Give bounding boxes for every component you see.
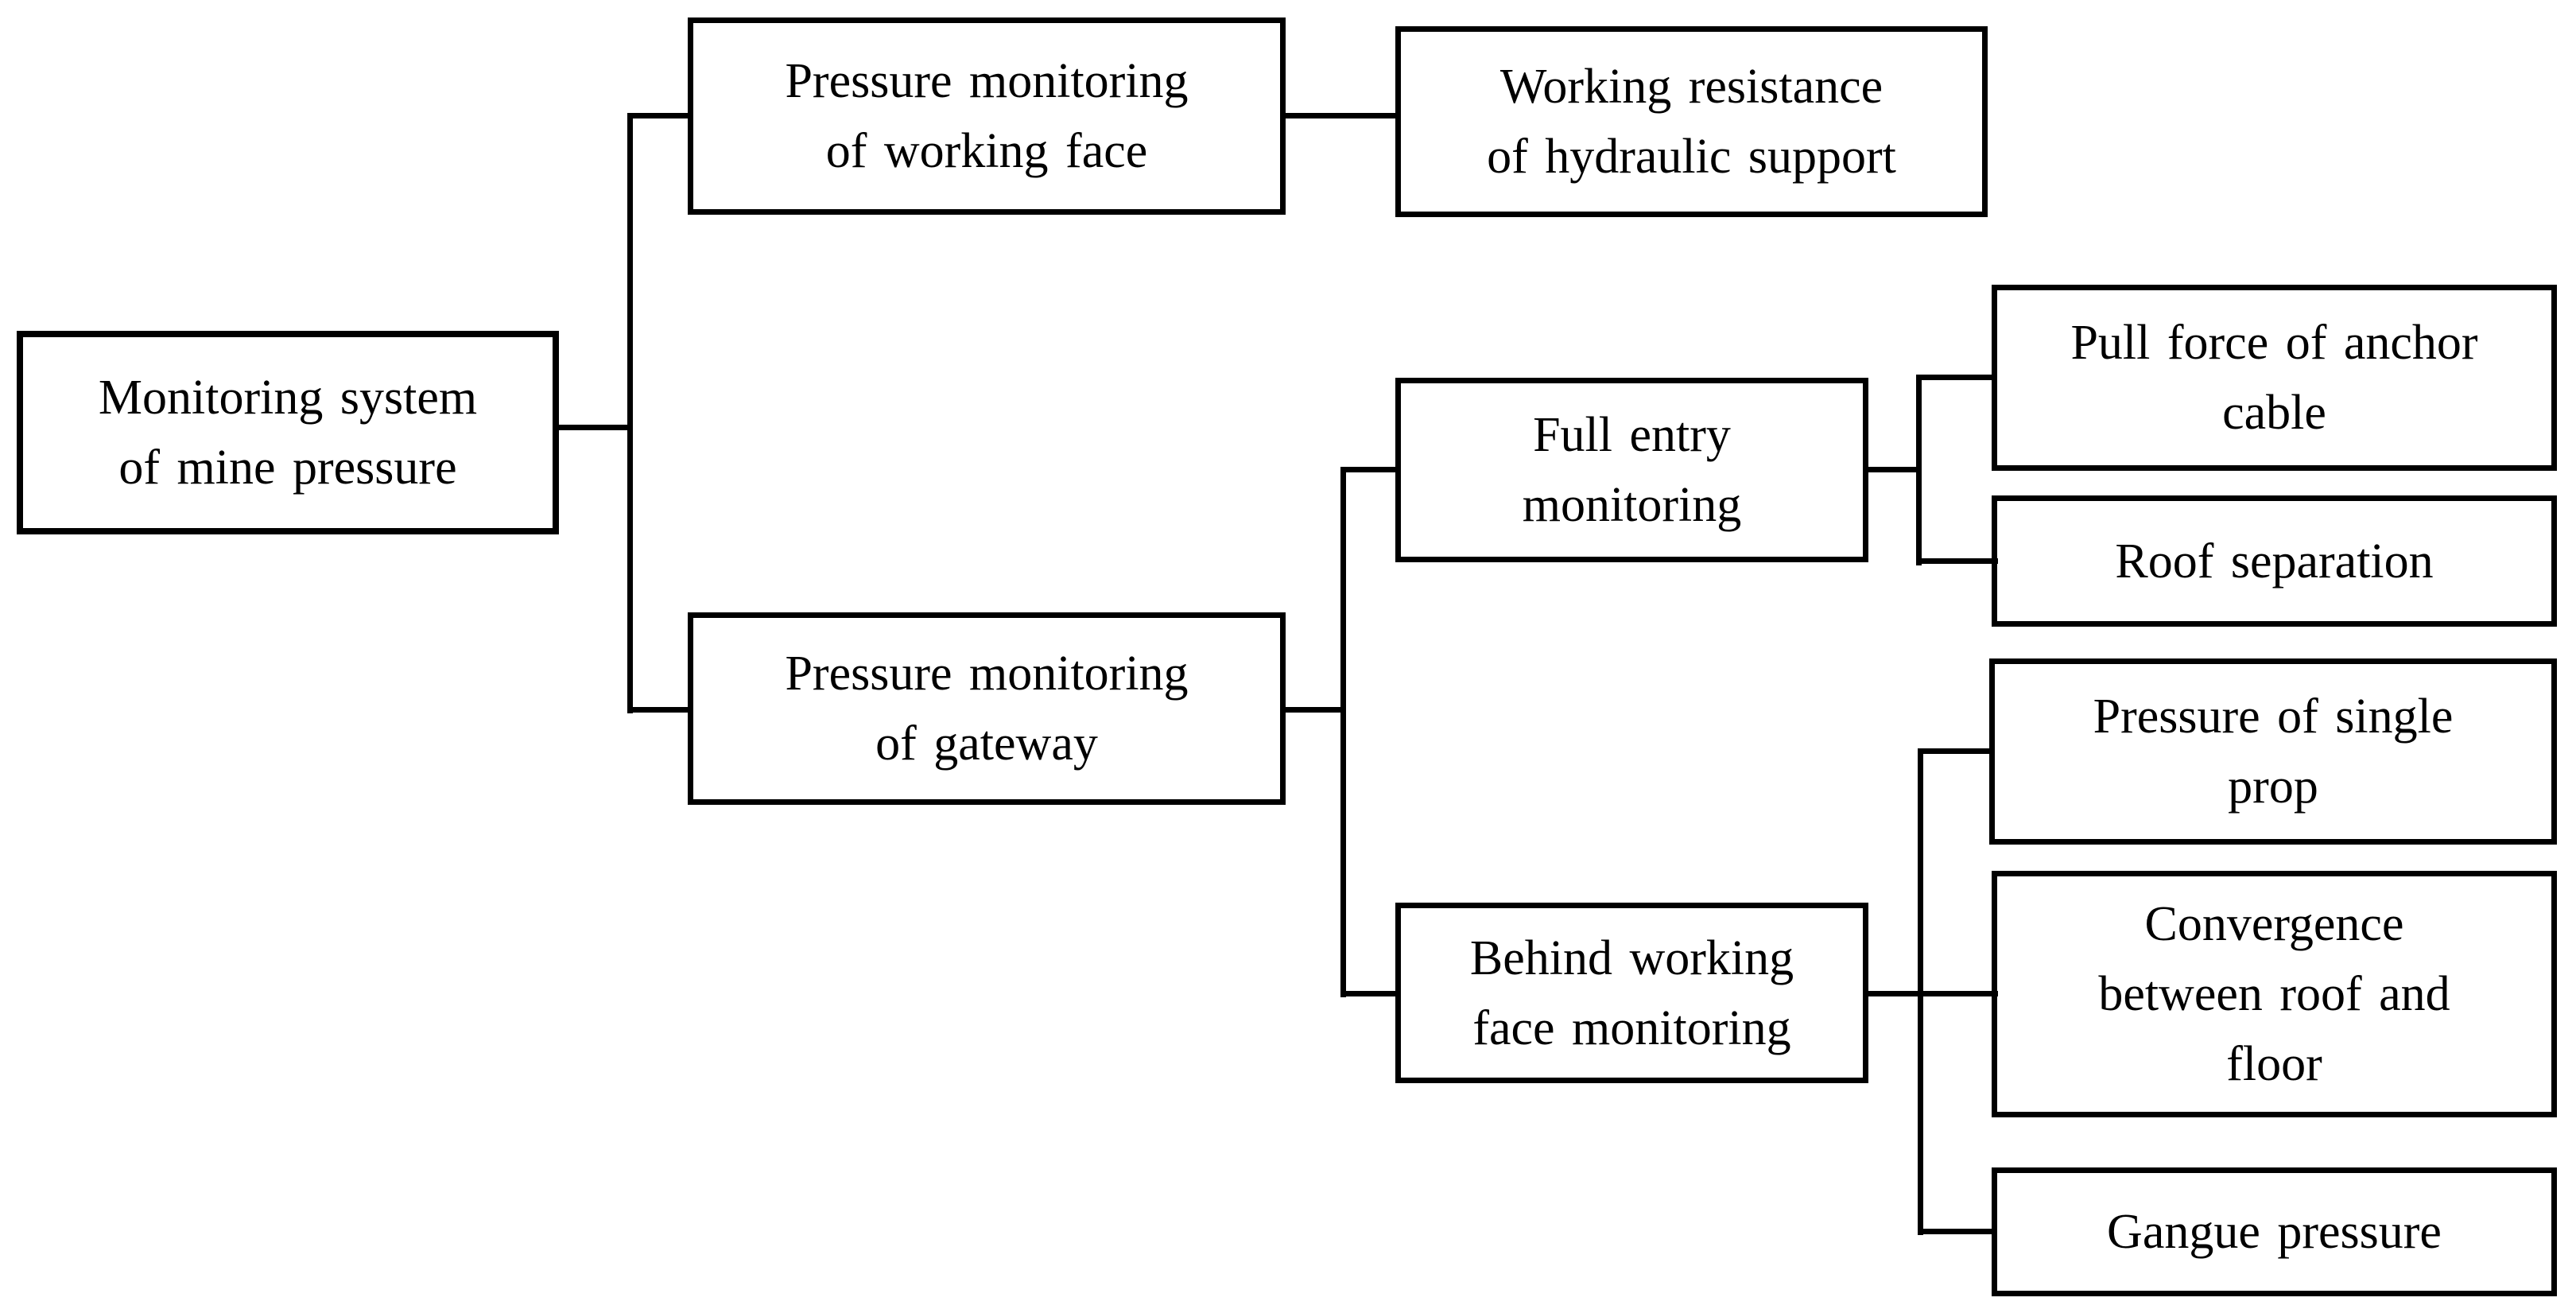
node-label: Pressure of single prop — [2093, 690, 2454, 814]
connector-full-entry-to-trunk — [1864, 467, 1922, 472]
node-label: Pressure monitoring of working face — [785, 54, 1189, 178]
node-roof-separation: Roof separation — [1992, 495, 2557, 627]
connector-trunk-to-pull-force — [1916, 375, 1996, 380]
node-label: Pull force of anchor cable — [2070, 316, 2478, 440]
node-label: Pressure monitoring of gateway — [785, 647, 1189, 771]
node-pressure-single-prop: Pressure of single prop — [1989, 658, 2557, 845]
node-label: Full entry monitoring — [1522, 408, 1742, 532]
node-label: Monitoring system of mine pressure — [98, 371, 478, 495]
node-convergence-roof-floor: Convergence between roof and floor — [1992, 871, 2557, 1117]
node-full-entry-monitoring: Full entry monitoring — [1395, 378, 1868, 562]
connector-trunk-to-gateway — [627, 707, 692, 713]
node-label: Convergence between roof and floor — [2098, 897, 2450, 1091]
connector-gateway-to-trunk — [1282, 707, 1346, 713]
connector-working-face-to-hydraulic-support — [1282, 113, 1399, 118]
connector-root-to-trunk — [557, 425, 633, 430]
connector-trunk-to-behind-working-face — [1340, 991, 1399, 996]
connector-trunk-to-roof-separation — [1916, 558, 1998, 564]
node-pressure-monitoring-working-face: Pressure monitoring of working face — [688, 17, 1286, 215]
node-label: Roof separation — [2115, 534, 2434, 589]
trunk-full-entry-children — [1916, 375, 1922, 565]
connector-trunk-to-single-prop — [1918, 748, 1993, 754]
trunk-gateway-children — [1340, 467, 1346, 997]
connector-behind-working-face-to-convergence — [1864, 991, 1998, 996]
trunk-behind-children — [1918, 748, 1923, 1235]
node-behind-working-face-monitoring: Behind working face monitoring — [1395, 903, 1868, 1083]
trunk-root-children — [627, 113, 633, 713]
connector-trunk-to-gangue-pressure — [1918, 1229, 1997, 1234]
node-working-resistance-hydraulic-support: Working resistance of hydraulic support — [1395, 26, 1988, 217]
node-gangue-pressure: Gangue pressure — [1992, 1167, 2557, 1296]
node-monitoring-system-of-mine-pressure: Monitoring system of mine pressure — [17, 331, 559, 534]
node-label: Behind working face monitoring — [1469, 930, 1794, 1055]
node-pull-force-anchor-cable: Pull force of anchor cable — [1992, 285, 2557, 471]
connector-trunk-to-working-face — [627, 113, 692, 118]
connector-trunk-to-full-entry — [1340, 467, 1399, 472]
node-label: Working resistance of hydraulic support — [1487, 60, 1896, 184]
node-label: Gangue pressure — [2107, 1205, 2442, 1259]
node-pressure-monitoring-gateway: Pressure monitoring of gateway — [688, 612, 1286, 805]
